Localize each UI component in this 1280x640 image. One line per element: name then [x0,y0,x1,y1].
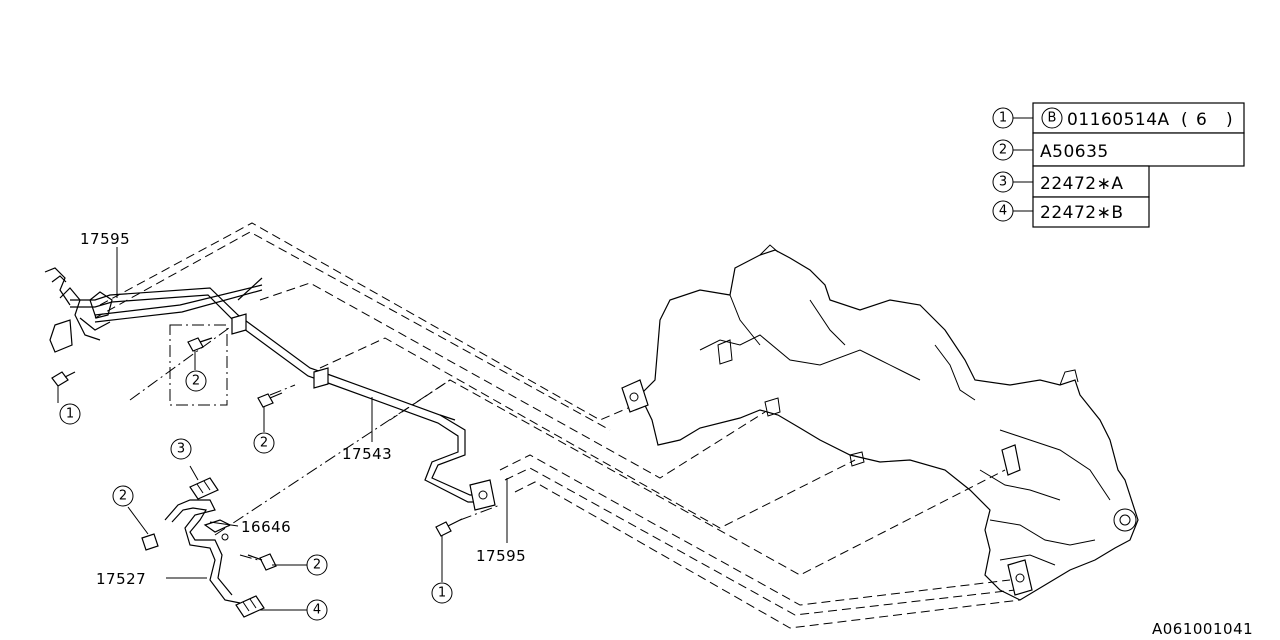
callout-2-mid-num: 2 [260,436,268,451]
legend-row-4: 4 22472∗B [992,196,1150,228]
callout-2-left-num: 2 [119,489,127,504]
callout-1-left: 1 [59,403,81,425]
part-label-16646: 16646 [241,518,291,536]
bolt-2-right [247,553,307,571]
legend-row-2-code: A50635 [1040,142,1109,162]
callout-4-num: 4 [313,603,321,618]
clip-3 [189,465,219,500]
part-label-17595-bottom: 17595 [476,547,526,565]
clip-4 [235,595,307,618]
bracket-17527 [164,465,307,618]
legend-row-3-code: 22472∗A [1040,174,1123,194]
callout-2-left: 2 [112,485,134,507]
parts-legend-table: 1 B 01160514A ( 6 ) 2 A50635 3 22472∗A [992,102,1245,228]
legend-row-3: 3 22472∗A [992,165,1150,198]
callout-3: 3 [170,438,192,460]
legend-row-4-code: 22472∗B [1040,203,1124,223]
callout-2-mid: 2 [253,432,275,454]
detail-box [169,324,228,406]
legend-row-1-qty: 6 [1196,110,1207,130]
callout-4: 4 [306,599,328,621]
legend-row-2-num: 2 [999,143,1007,158]
bolt-2-mid [257,392,283,432]
legend-row-3-num: 3 [999,175,1007,190]
legend-row-1-num: 1 [999,111,1007,126]
legend-row-1-open-paren: ( [1181,110,1188,130]
bolt-2-box [187,337,213,370]
legend-row-2: 2 A50635 [992,132,1245,167]
dashed-routing-lines [94,222,1021,629]
legend-row-1: 1 B 01160514A ( 6 ) [992,102,1245,134]
part-label-17595-top: 17595 [80,230,130,248]
part-label-17527: 17527 [96,570,146,588]
legend-row-1-code: 01160514A [1067,110,1170,130]
part-label-17543: 17543 [342,445,392,463]
bolts [51,337,463,582]
intake-manifold [621,244,1139,601]
callout-2-box-num: 2 [192,374,200,389]
callout-3-num: 3 [177,442,185,457]
legend-row-1-prefix: B [1048,111,1057,126]
callout-2-right-num: 2 [313,558,321,573]
callout-2-box: 2 [185,370,207,392]
callout-1-left-num: 1 [66,407,74,422]
bolt-1-left [51,371,76,403]
fuel-pipe-17543 [44,267,496,511]
diagram-reference-id: A061001041 [1152,620,1253,638]
callout-2-right: 2 [306,554,328,576]
bolt-1-bottom [435,518,463,582]
callout-1-bottom: 1 [431,582,453,604]
callout-1-bottom-num: 1 [438,586,446,601]
leader-lines [116,247,508,579]
legend-row-4-num: 4 [999,204,1007,219]
legend-row-1-close-paren: ) [1226,110,1233,130]
bolt-2-left [127,506,159,551]
